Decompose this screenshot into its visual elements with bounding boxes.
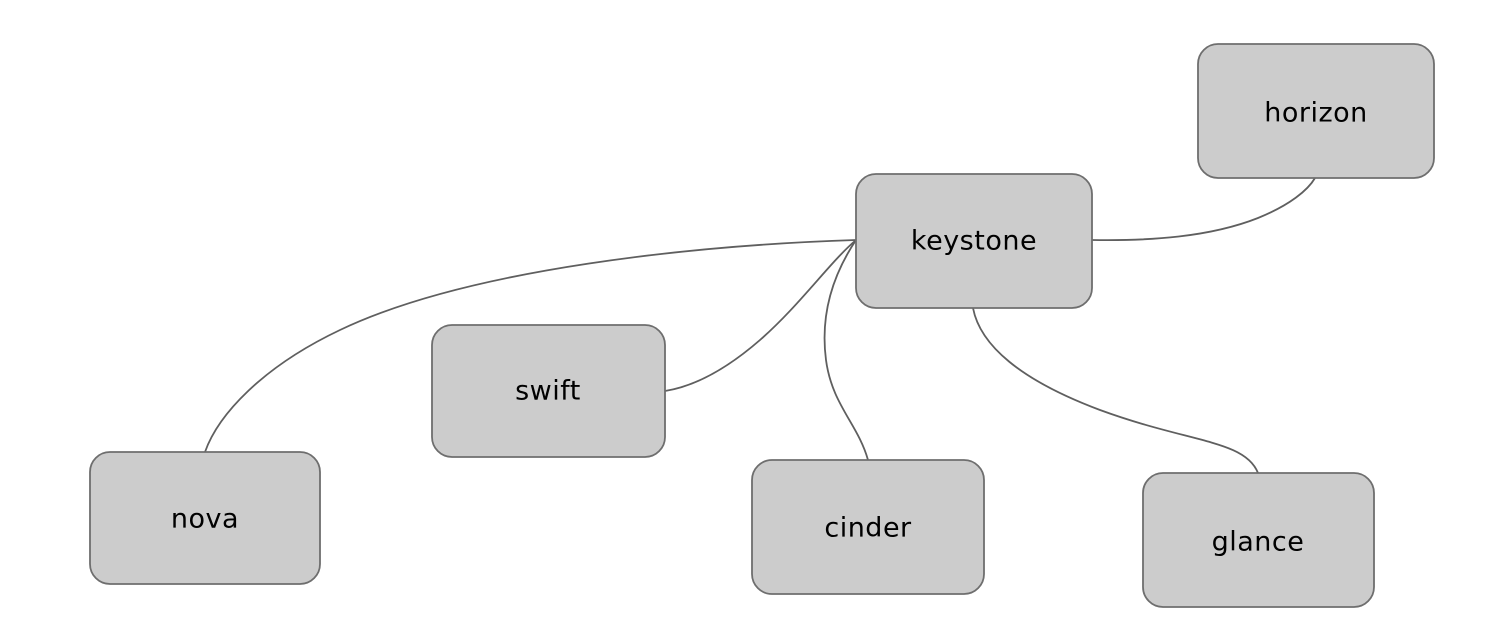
node-shape-nova[interactable] (89, 451, 321, 585)
node-label-swift: swift (515, 376, 581, 407)
edge-keystone-swift[interactable] (664, 239, 857, 392)
node-shape-horizon[interactable] (1197, 43, 1435, 179)
node-label-keystone: keystone (911, 226, 1037, 257)
node-cinder[interactable]: cinder (751, 459, 985, 595)
edge-keystone-horizon[interactable] (1091, 177, 1316, 242)
node-keystone[interactable]: keystone (855, 173, 1093, 309)
edges-layer (204, 177, 1316, 474)
node-horizon[interactable]: horizon (1197, 43, 1435, 179)
node-shape-cinder[interactable] (751, 459, 985, 595)
node-shape-swift[interactable] (431, 324, 666, 458)
edge-keystone-glance[interactable] (972, 307, 1259, 474)
node-swift[interactable]: swift (431, 324, 666, 458)
node-glance[interactable]: glance (1142, 472, 1375, 608)
node-label-nova: nova (171, 504, 239, 535)
edge-keystone-cinder[interactable] (823, 239, 869, 461)
node-shape-keystone[interactable] (855, 173, 1093, 309)
node-label-glance: glance (1212, 527, 1305, 558)
node-label-cinder: cinder (824, 513, 912, 544)
edge-keystone-nova[interactable] (204, 239, 857, 453)
node-label-horizon: horizon (1264, 98, 1368, 129)
nodes-layer: horizon keystone swift nova cinder glance (89, 43, 1435, 608)
node-shape-glance[interactable] (1142, 472, 1375, 608)
node-nova[interactable]: nova (89, 451, 321, 585)
